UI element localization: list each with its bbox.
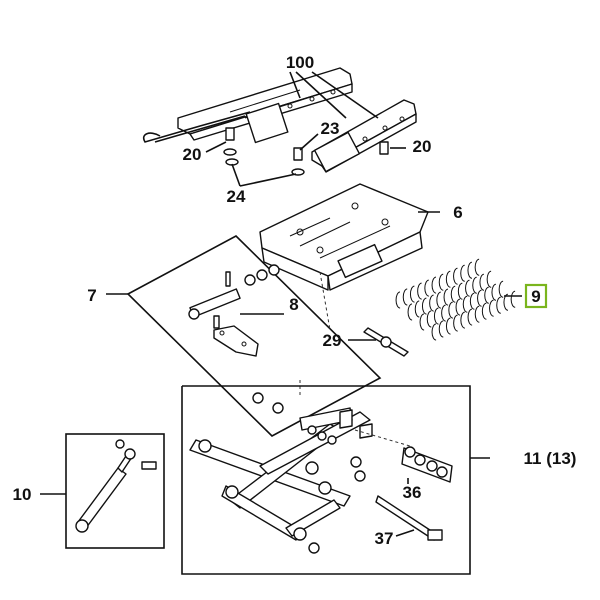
callout-24: 24 — [227, 187, 246, 206]
adjuster-part-36 — [401, 446, 453, 483]
highlight-box-9 — [524, 283, 548, 309]
callout-29: 29 — [323, 331, 342, 350]
rod-part-37 — [375, 495, 443, 541]
callout-labels: 100 20 23 20 24 6 7 8 9 29 10 11 (13) 36… — [13, 53, 577, 548]
gas-spring-part-10 — [75, 439, 157, 533]
springs-part-9 — [395, 258, 516, 341]
callout-9: 9 — [531, 287, 540, 306]
slide-rail-right — [311, 99, 417, 173]
callout-37: 37 — [375, 529, 394, 548]
callout-10: 10 — [13, 485, 32, 504]
scissor-frame — [189, 392, 411, 554]
callout-7: 7 — [87, 286, 96, 305]
callout-100: 100 — [286, 53, 314, 72]
callout-20-left: 20 — [183, 145, 202, 164]
callout-8: 8 — [289, 295, 298, 314]
group-7-frame — [126, 235, 382, 437]
callout-20-right: 20 — [413, 137, 432, 156]
guide-lines — [299, 271, 331, 395]
coil-spring — [431, 290, 516, 341]
coil-spring — [407, 270, 492, 321]
pivot-pin-assembly — [188, 264, 280, 320]
lever-part-8 — [213, 315, 259, 357]
pin-part-29 — [363, 327, 409, 357]
callout-6: 6 — [453, 203, 462, 222]
coil-spring — [395, 258, 480, 309]
group-10-frame — [65, 433, 165, 549]
coil-spring — [419, 280, 504, 331]
callout-11: 11 (13) — [524, 449, 577, 468]
callout-36: 36 — [403, 483, 422, 502]
seat-plate — [259, 183, 429, 291]
group-11-frame — [181, 385, 490, 575]
leader-lines — [40, 71, 522, 537]
bolts-and-washers — [223, 127, 389, 176]
release-bar — [142, 111, 251, 143]
callout-23: 23 — [321, 119, 340, 138]
